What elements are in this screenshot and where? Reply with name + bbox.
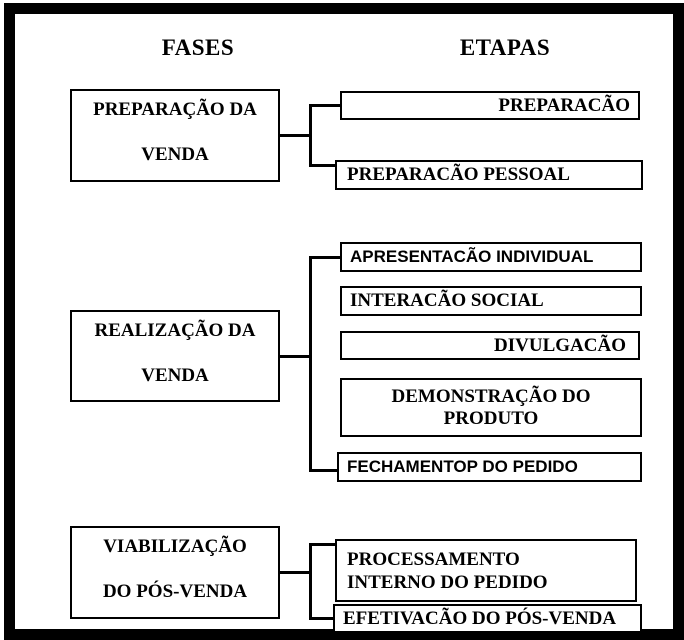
connector-2-trunk — [280, 355, 312, 358]
etapa-label-line1: DEMONSTRAÇÃO DO — [391, 385, 591, 407]
etapa-box-preparacao-pessoal: PREPARACÃO PESSOAL — [335, 160, 643, 190]
etapa-label-line2: INTERNO DO PEDIDO — [347, 571, 548, 593]
connector-3-trunk — [280, 571, 312, 574]
etapa-box-divulgacao: DIVULGACÃO — [340, 331, 640, 360]
column-header-etapas: ETAPAS — [459, 35, 551, 60]
fase-box-realizacao-da-venda: REALIZAÇÃO DA VENDA — [70, 310, 280, 402]
etapa-label: APRESENTACÃO INDIVIDUAL — [350, 247, 594, 266]
connector-3-vertical — [309, 543, 312, 620]
connector-1-branch-bottom — [309, 164, 335, 167]
etapa-box-processamento-interno-do-pedido: PROCESSAMENTO INTERNO DO PEDIDO — [335, 539, 637, 602]
connector-2-branch-bottom — [309, 469, 337, 472]
connector-2-vertical — [309, 256, 312, 472]
etapa-label: PREPARACÃO — [498, 94, 630, 116]
etapa-box-apresentacao-individual: APRESENTACÃO INDIVIDUAL — [340, 242, 642, 272]
etapa-label: EFETIVACÃO DO PÓS-VENDA — [343, 607, 617, 629]
fase-label-line2: DO PÓS-VENDA — [102, 581, 248, 602]
connector-1-trunk — [280, 134, 312, 137]
connector-1-branch-top — [309, 104, 340, 107]
etapa-label: INTERACÃO SOCIAL — [350, 290, 544, 311]
etapa-box-fechamento-do-pedido: FECHAMENTOP DO PEDIDO — [337, 452, 642, 482]
fase-label-line1: PREPARAÇÃO DA — [93, 99, 257, 120]
fase-box-viabilizacao-do-pos-venda: VIABILIZAÇÃO DO PÓS-VENDA — [70, 526, 280, 619]
etapa-label: FECHAMENTOP DO PEDIDO — [347, 457, 578, 476]
fase-box-preparacao-da-venda: PREPARAÇÃO DA VENDA — [70, 89, 280, 182]
fase-label-line1: REALIZAÇÃO DA — [94, 320, 256, 341]
etapa-box-efetivacao-do-pos-venda: EFETIVACÃO DO PÓS-VENDA — [333, 604, 642, 633]
etapa-box-interacao-social: INTERACÃO SOCIAL — [340, 286, 642, 316]
etapa-label: PREPARACÃO PESSOAL — [347, 164, 570, 185]
diagram-frame: FASES ETAPAS PREPARAÇÃO DA VENDA REALIZA… — [4, 3, 684, 640]
connector-3-branch-top — [309, 543, 335, 546]
fase-label-line1: VIABILIZAÇÃO — [103, 536, 247, 557]
etapa-label-line2: PRODUTO — [443, 407, 539, 429]
column-header-fases: FASES — [161, 35, 235, 60]
etapa-box-demonstracao-do-produto: DEMONSTRAÇÃO DO PRODUTO — [340, 378, 642, 437]
connector-3-branch-bottom — [309, 617, 333, 620]
connector-2-branch-top — [309, 256, 340, 259]
etapa-box-preparacao: PREPARACÃO — [340, 91, 640, 120]
etapa-label: DIVULGACÃO — [494, 334, 626, 356]
connector-1-vertical — [309, 104, 312, 167]
fase-label-line2: VENDA — [141, 144, 209, 165]
etapa-label-line1: PROCESSAMENTO — [347, 548, 520, 570]
fase-label-line2: VENDA — [141, 365, 209, 386]
